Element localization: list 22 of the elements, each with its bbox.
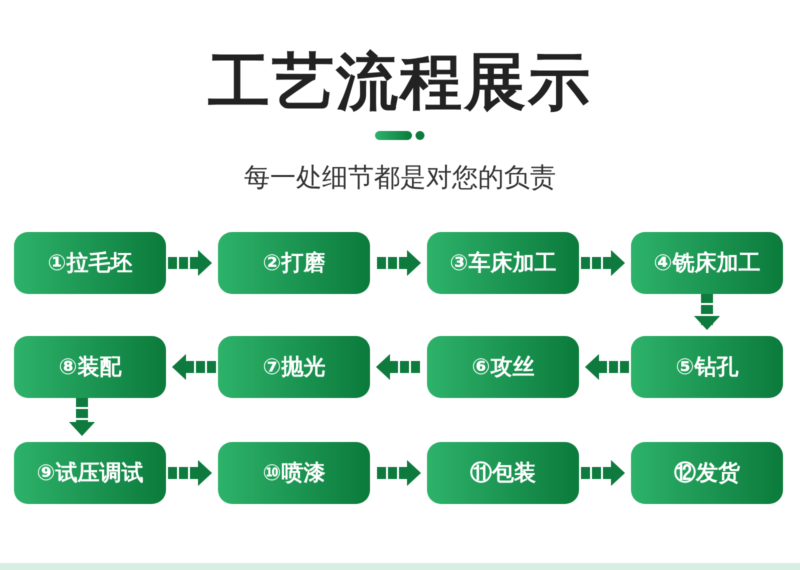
process-box: ①拉毛坯 [14,232,166,294]
title: 工艺流程展示 [208,45,592,118]
arrow [579,460,625,486]
process-box: ⑫发货 [631,442,783,504]
arrow [172,354,218,380]
process-box: ⑪包装 [427,442,579,504]
arrow [585,354,631,380]
process-box: ⑦抛光 [218,336,370,398]
arrow [579,250,625,276]
arrow [166,250,212,276]
arrow [69,398,95,436]
process-box: ③车床加工 [427,232,579,294]
arrow [166,460,212,486]
process-box: ⑨试压调试 [14,442,166,504]
process-box: ⑥攻丝 [427,336,579,398]
process-box: ②打磨 [218,232,370,294]
process-box: ④铣床加工 [631,232,783,294]
subtitle: 每一处细节都是对您的负责 [244,163,556,193]
arrow [694,294,720,330]
process-box: ⑤钻孔 [631,336,783,398]
process-box: ⑩喷漆 [218,442,370,504]
process-box: ⑧装配 [14,336,166,398]
